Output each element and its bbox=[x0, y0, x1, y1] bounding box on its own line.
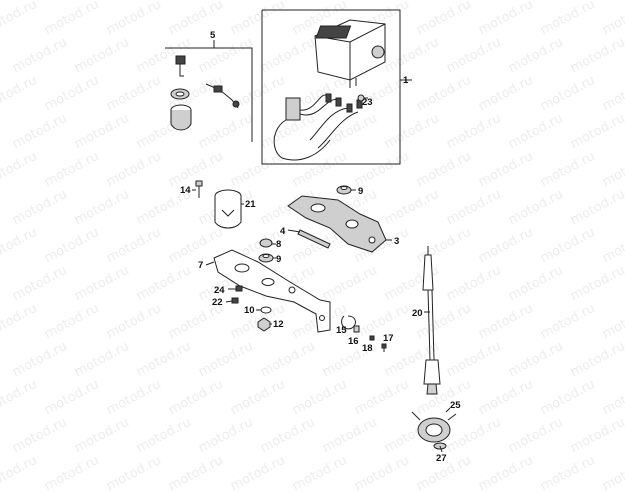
callout-14: 14 bbox=[180, 185, 191, 196]
callout-4: 4 bbox=[280, 226, 286, 237]
callout-9-top: 9 bbox=[358, 186, 363, 197]
callout-21: 21 bbox=[245, 199, 256, 210]
screw-18 bbox=[369, 335, 375, 341]
instrument-cluster bbox=[314, 19, 386, 88]
ignition-connector bbox=[205, 83, 240, 109]
callout-16: 16 bbox=[348, 336, 359, 347]
callout-7: 7 bbox=[198, 260, 203, 271]
ignition-key bbox=[175, 55, 186, 77]
callout-25: 25 bbox=[450, 400, 461, 411]
washer-10 bbox=[260, 306, 272, 314]
callout-17: 17 bbox=[383, 333, 394, 344]
callout-27: 27 bbox=[436, 453, 447, 464]
group-frame-1 bbox=[261, 9, 401, 165]
callout-15: 15 bbox=[336, 325, 347, 336]
nut-12 bbox=[257, 317, 271, 332]
callout-24: 24 bbox=[214, 285, 225, 296]
screw-24 bbox=[235, 285, 243, 292]
wiring-harness bbox=[273, 93, 363, 161]
callout-3: 3 bbox=[394, 236, 399, 247]
speedo-drive-25-27 bbox=[411, 411, 457, 450]
speedo-cable-20 bbox=[422, 246, 441, 395]
leader-line-25 bbox=[445, 407, 451, 413]
bracket-7 bbox=[213, 249, 331, 333]
grommet-9-top bbox=[336, 185, 352, 195]
sleeve-16 bbox=[353, 325, 360, 333]
callout-12: 12 bbox=[273, 319, 284, 330]
callout-10: 10 bbox=[244, 305, 255, 316]
cover-21 bbox=[214, 189, 242, 229]
bolt-14 bbox=[195, 180, 203, 198]
callout-20: 20 bbox=[412, 308, 423, 319]
leader-line-7 bbox=[205, 261, 215, 266]
callout-23: 23 bbox=[362, 97, 373, 108]
group-frame-5 bbox=[165, 47, 253, 142]
leader-line-22 bbox=[225, 300, 233, 303]
callout-22: 22 bbox=[212, 297, 223, 308]
spacer-rod-4 bbox=[297, 229, 331, 249]
bulb-23 bbox=[357, 94, 368, 102]
clamp-15 bbox=[341, 315, 356, 330]
callout-5: 5 bbox=[210, 30, 216, 41]
grommet-8 bbox=[259, 238, 273, 248]
callout-8: 8 bbox=[276, 239, 281, 250]
leader-line-4 bbox=[287, 229, 301, 233]
screw-17 bbox=[381, 343, 387, 352]
callout-18: 18 bbox=[362, 343, 373, 354]
leader-line-27 bbox=[439, 445, 443, 453]
callout-1: 1 bbox=[403, 75, 409, 86]
gasket-3 bbox=[287, 195, 387, 253]
ignition-ring bbox=[170, 88, 190, 100]
diagram-drawing: 1 5 23 14 21 9 3 4 8 9 7 24 22 10 12 15 … bbox=[165, 9, 461, 464]
screw-22 bbox=[231, 297, 239, 304]
callout-9-bottom: 9 bbox=[276, 254, 281, 265]
ignition-lock-body bbox=[170, 104, 192, 131]
grommet-9-bottom bbox=[258, 253, 274, 263]
